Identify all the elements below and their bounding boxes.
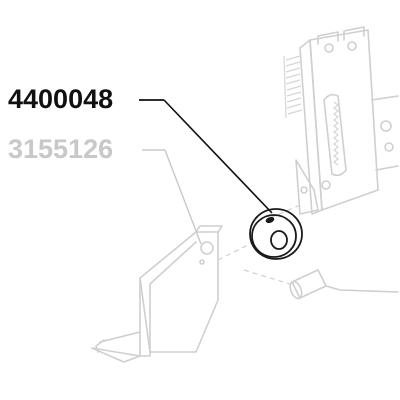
callout-label-3155126: 3155126 xyxy=(8,134,113,164)
upper-bracket-assembly xyxy=(269,26,399,219)
callout-label-4400048: 4400048 xyxy=(8,84,113,114)
lower-bracket-3155126 xyxy=(91,225,259,363)
callout-leader-3155126-diagonal xyxy=(164,149,202,245)
spring-coil xyxy=(283,55,303,119)
callout-leader-4400048-diagonal xyxy=(163,99,273,214)
screw xyxy=(243,269,399,300)
washer-4400048 xyxy=(249,208,303,260)
